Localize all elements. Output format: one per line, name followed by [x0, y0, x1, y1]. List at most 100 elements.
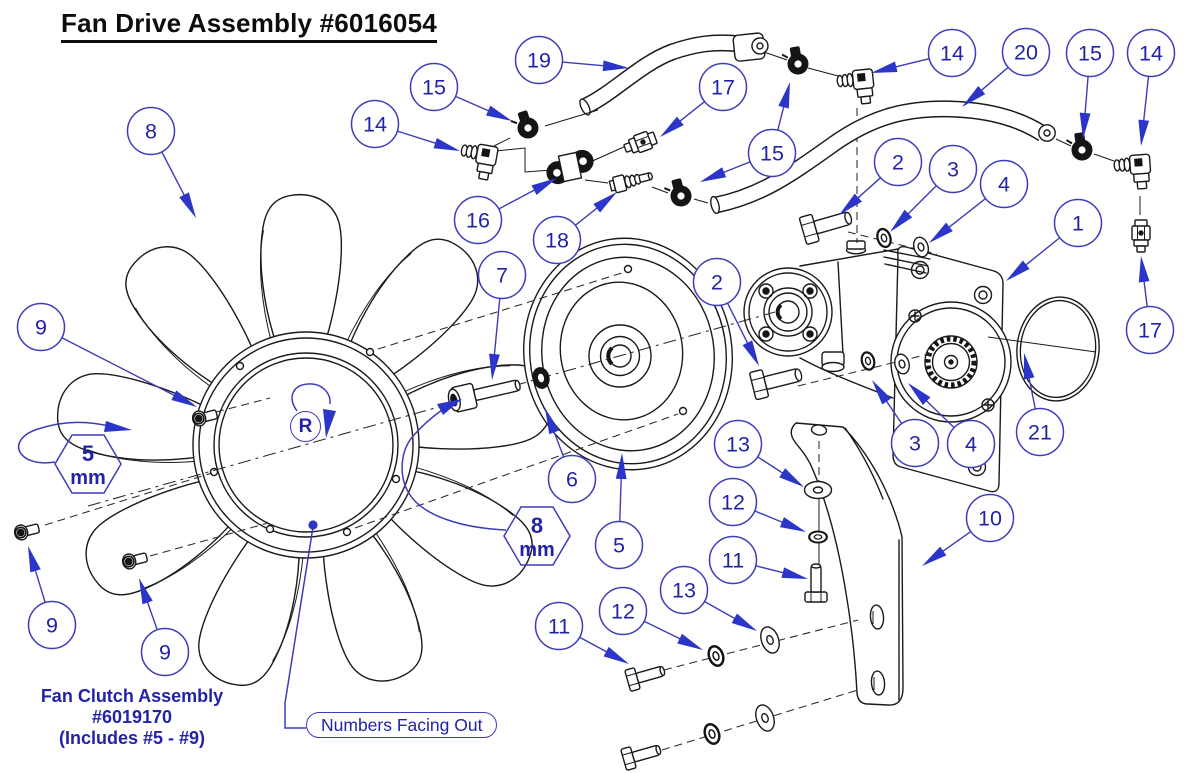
svg-text:7: 7	[496, 264, 508, 288]
tool-size-5mm: 5 mm	[17, 421, 132, 494]
svg-text:16: 16	[466, 209, 490, 233]
hex-bolt-11a	[804, 563, 828, 603]
socket-screw-9b	[12, 520, 42, 543]
svg-text:15: 15	[422, 76, 446, 100]
o-ring	[1016, 296, 1100, 402]
fan-clutch-assembly-note: Fan Clutch Assembly #6019170 (Includes #…	[8, 686, 256, 749]
barb-fitting-18	[607, 167, 655, 195]
svg-text:8: 8	[145, 120, 157, 144]
svg-text:21: 21	[1028, 421, 1052, 445]
svg-text:5: 5	[613, 534, 625, 558]
callout-15: 15	[409, 62, 512, 121]
callout-14: 14	[350, 99, 460, 151]
elbow-fitting-14c	[1112, 153, 1153, 192]
union-fitting-17a	[621, 128, 659, 158]
callout-15: 15	[700, 82, 797, 182]
callout-10: 10	[922, 493, 1015, 566]
callout-16: 16	[453, 178, 557, 245]
svg-text:2: 2	[711, 271, 723, 295]
svg-text:12: 12	[721, 491, 745, 515]
callout-7: 7	[477, 250, 527, 380]
callout-11: 11	[708, 535, 808, 585]
callout-11: 11	[534, 601, 629, 664]
svg-text:9: 9	[46, 614, 58, 638]
callout-19: 19	[514, 35, 629, 85]
callout-18: 18	[532, 192, 617, 265]
socket-bolt-7	[447, 379, 521, 413]
callout-3: 3	[872, 380, 940, 468]
tool-size-5-unit: mm	[70, 467, 106, 489]
svg-text:15: 15	[1078, 42, 1102, 66]
callout-12: 12	[598, 586, 703, 650]
svg-text:3: 3	[947, 158, 959, 182]
callout-17: 17	[660, 62, 748, 137]
tool-size-8mm: 8 mm	[401, 399, 571, 566]
callout-2: 2	[839, 137, 923, 215]
callout-13: 13	[659, 565, 757, 631]
callout-4: 4	[908, 383, 996, 469]
svg-text:4: 4	[998, 173, 1010, 197]
tool-size-8-label: 8	[531, 513, 543, 538]
callout-9: 9	[27, 546, 77, 650]
union-fitting-17b	[1131, 219, 1151, 253]
svg-text:10: 10	[978, 507, 1002, 531]
tool-size-5-label: 5	[82, 441, 94, 466]
elbow-fitting-14b	[835, 67, 877, 107]
svg-text:14: 14	[1139, 42, 1163, 66]
callout-20: 20	[962, 27, 1051, 107]
callout-8: 8	[126, 106, 196, 218]
callout-5: 5	[594, 453, 644, 570]
fan-clutch-note-line2: #6019170	[91, 707, 173, 727]
svg-text:3: 3	[909, 432, 921, 456]
svg-text:9: 9	[35, 316, 47, 340]
flat-washer-13a	[803, 480, 833, 500]
hose-19	[579, 32, 769, 116]
numbers-facing-out-leader	[284, 520, 318, 729]
flat-washer-4b	[894, 353, 910, 375]
page-title: Fan Drive Assembly #6016054	[61, 8, 437, 43]
rotation-arrow	[291, 383, 336, 438]
lock-washer-12c	[700, 721, 724, 747]
svg-text:11: 11	[548, 615, 570, 639]
centerlines	[44, 108, 1141, 751]
callout-9: 9	[16, 302, 197, 407]
lock-washer-3a	[873, 226, 895, 250]
callout-14: 14	[1126, 28, 1176, 146]
svg-text:6: 6	[566, 468, 578, 492]
callout-3: 3	[890, 144, 978, 232]
hose-clamp-15d	[1064, 130, 1095, 163]
callout-13: 13	[713, 419, 804, 487]
hex-bolt-11b	[623, 659, 668, 693]
svg-text:2: 2	[892, 151, 904, 175]
callout-4: 4	[929, 159, 1029, 243]
hose-clamp-15a	[508, 107, 542, 143]
callout-6: 6	[545, 408, 597, 504]
svg-text:14: 14	[940, 42, 964, 66]
fan-pulley	[522, 237, 734, 471]
rotation-direction-badge: R	[290, 411, 321, 442]
flat-washer-4a	[912, 236, 930, 258]
callout-15: 15	[1065, 28, 1115, 139]
numbers-facing-out-label: Numbers Facing Out	[306, 712, 498, 738]
callout-14: 14	[871, 28, 977, 78]
callout-1: 1	[1006, 198, 1103, 281]
hose-20	[710, 100, 1056, 215]
callout-12: 12	[708, 477, 806, 532]
flat-washer-13b	[756, 623, 784, 657]
fitting-connector-lines	[485, 51, 1115, 204]
lock-washer-12b	[704, 643, 728, 669]
callout-2: 2	[692, 257, 759, 366]
svg-text:14: 14	[363, 113, 387, 137]
svg-text:17: 17	[711, 76, 735, 100]
svg-text:1: 1	[1072, 212, 1084, 236]
svg-text:4: 4	[965, 433, 977, 457]
callout-21: 21	[1015, 353, 1065, 457]
svg-text:17: 17	[1138, 319, 1162, 343]
svg-text:18: 18	[545, 229, 569, 253]
elbow-fitting-14a	[456, 140, 500, 182]
fan-clutch-note-line1: Fan Clutch Assembly	[40, 686, 224, 706]
washer-6	[532, 367, 550, 389]
